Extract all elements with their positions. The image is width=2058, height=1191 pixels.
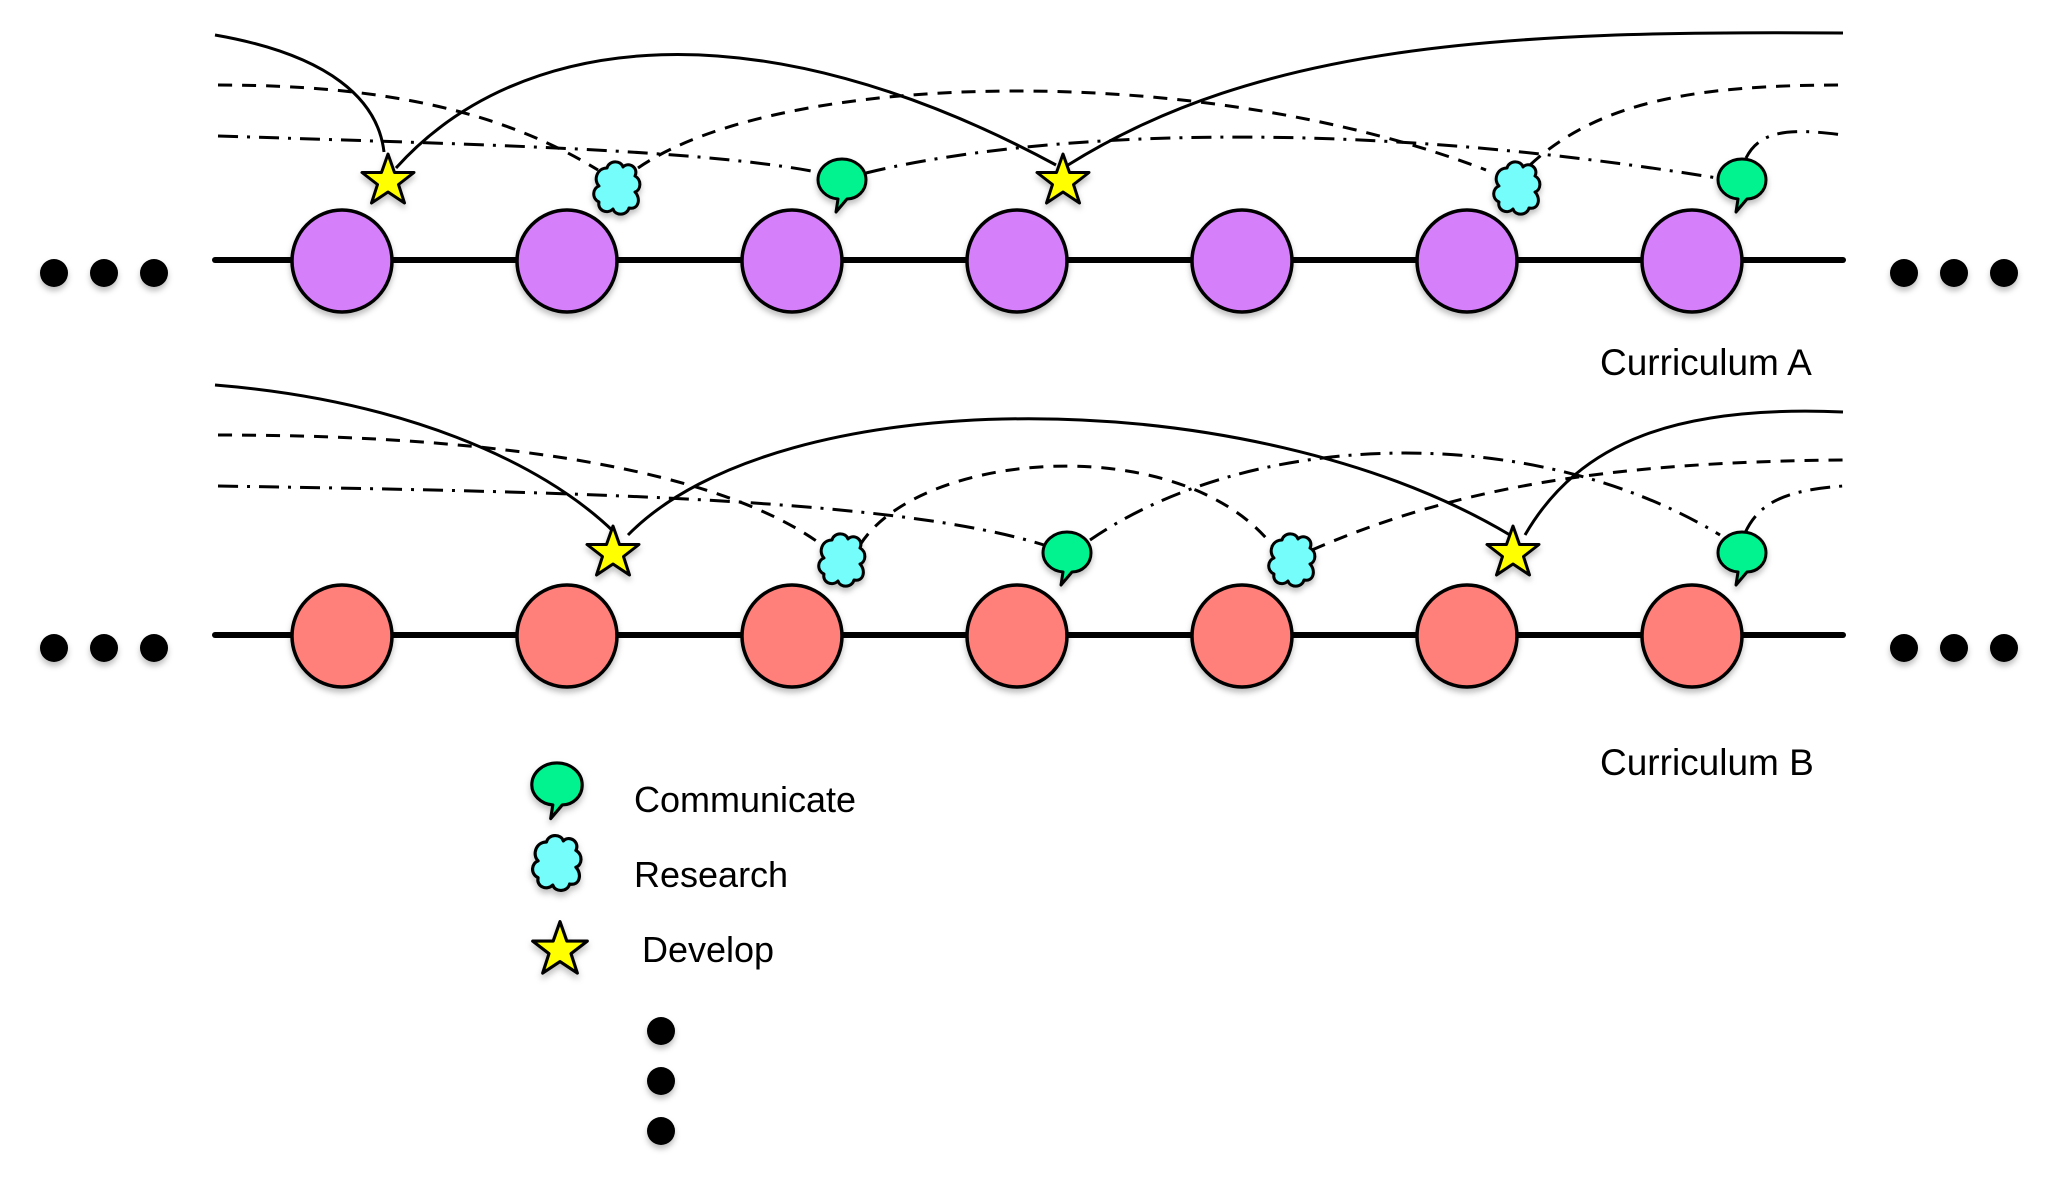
develop-link	[214, 383, 616, 534]
develop-link	[214, 33, 386, 153]
ellipsis-dot	[40, 259, 68, 287]
curriculum-a-node[interactable]	[965, 208, 1069, 314]
legend-label-communicate: Communicate	[634, 779, 856, 820]
ellipsis-dot	[647, 1067, 675, 1095]
research-link	[637, 89, 1487, 172]
curriculum-a-label: Curriculum A	[1600, 342, 1812, 383]
ellipsis-dot	[1890, 259, 1918, 287]
curriculum-b-node[interactable]	[740, 583, 844, 689]
cloud-icon	[1492, 160, 1542, 216]
ellipsis-dot	[1890, 634, 1918, 662]
cloud-icon	[1267, 532, 1317, 588]
research-link	[858, 464, 1274, 546]
curriculum-b-node[interactable]	[1190, 583, 1294, 689]
curriculum-a-node[interactable]	[515, 208, 619, 314]
develop-link	[1067, 31, 1844, 167]
ellipsis-dot	[1990, 259, 2018, 287]
research-link	[1528, 83, 1844, 167]
curriculum-b-node[interactable]	[290, 583, 394, 689]
curriculum-a-node[interactable]	[1190, 208, 1294, 314]
star-icon	[1035, 152, 1091, 205]
ellipsis-dot	[1990, 634, 2018, 662]
legend-label-research: Research	[634, 854, 788, 895]
curriculum-b-links	[214, 383, 1844, 552]
legend-more-ellipsis	[647, 1017, 675, 1145]
ellipsis-dot	[1940, 259, 1968, 287]
speech-bubble-icon	[1041, 530, 1093, 587]
ellipsis-dot	[40, 634, 68, 662]
communicate-link	[1089, 451, 1721, 542]
cloud-icon	[531, 834, 583, 892]
cloud-icon	[817, 532, 867, 588]
develop-link	[1523, 409, 1844, 536]
curriculum-a-node[interactable]	[290, 208, 394, 314]
ellipsis-dot	[647, 1017, 675, 1045]
communicate-link	[217, 134, 818, 174]
ellipsis-dot	[140, 259, 168, 287]
ellipsis-dot	[90, 259, 118, 287]
communicate-link	[217, 484, 1045, 547]
speech-bubble-icon	[530, 761, 584, 821]
curriculum-a-node[interactable]	[1640, 208, 1744, 314]
legend: Communicate Research Develop	[530, 761, 856, 1145]
star-icon	[1485, 524, 1541, 577]
speech-bubble-icon	[816, 157, 868, 214]
curriculum-b-label: Curriculum B	[1600, 742, 1814, 783]
curriculum-b-node[interactable]	[1415, 583, 1519, 689]
speech-bubble-icon	[1716, 530, 1768, 587]
ellipsis-dot	[140, 634, 168, 662]
ellipsis-dot	[1940, 634, 1968, 662]
curriculum-a-row: Curriculum A	[40, 31, 2018, 383]
star-icon	[360, 152, 416, 205]
curriculum-a-node[interactable]	[740, 208, 844, 314]
legend-label-develop: Develop	[642, 929, 774, 970]
develop-link	[394, 53, 1057, 170]
curriculum-a-node[interactable]	[1415, 208, 1519, 314]
communicate-link	[1744, 130, 1844, 159]
communicate-link	[865, 135, 1718, 180]
communicate-link	[1743, 484, 1844, 534]
curriculum-b-node[interactable]	[965, 583, 1069, 689]
curriculum-b-row: Curriculum B	[40, 383, 2018, 783]
curriculum-a-links	[214, 31, 1844, 180]
develop-link	[626, 417, 1511, 537]
speech-bubble-icon	[1716, 157, 1768, 214]
curriculum-b-node[interactable]	[1640, 583, 1744, 689]
curriculum-b-node[interactable]	[515, 583, 619, 689]
ellipsis-dot	[90, 634, 118, 662]
star-icon	[531, 920, 589, 975]
cloud-icon	[592, 160, 642, 216]
star-icon	[585, 524, 641, 577]
research-link	[217, 433, 823, 547]
ellipsis-dot	[647, 1117, 675, 1145]
